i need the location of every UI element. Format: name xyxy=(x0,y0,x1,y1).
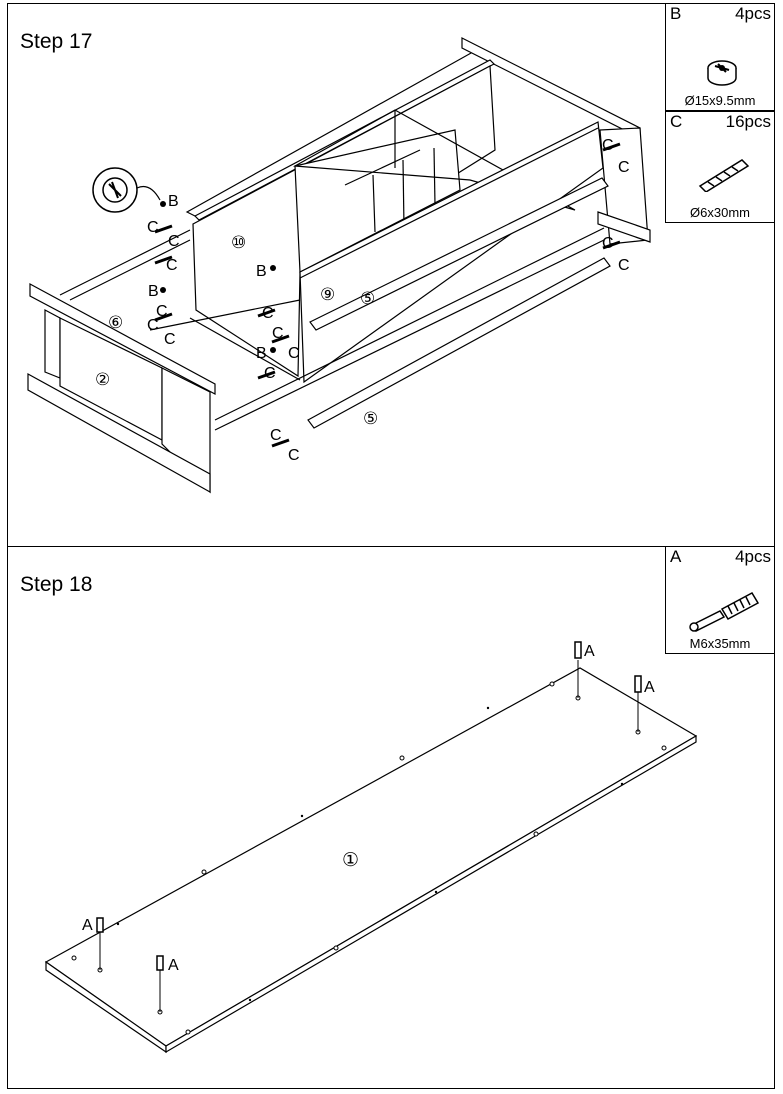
hardware-quantity: 16pcs xyxy=(725,112,771,131)
dowel-markers xyxy=(154,142,621,448)
hardware-size: M6x35mm xyxy=(689,636,751,651)
magnifier-cam-icon xyxy=(92,167,161,213)
part-label-9: ⑨ xyxy=(320,285,335,304)
cam-markers xyxy=(160,201,276,353)
hardware-letter: B xyxy=(670,4,682,23)
callout-b: B xyxy=(148,283,159,300)
hardware-box-c: C 16pcs Ø6x30mm xyxy=(665,111,775,223)
callout-c: C xyxy=(288,345,300,362)
callout-c: C xyxy=(618,159,630,176)
callout-b: B xyxy=(256,345,267,362)
callout-b: B xyxy=(168,193,179,210)
hardware-box-a: A 4pcs M6x35mm xyxy=(665,546,775,654)
callout-c: C xyxy=(270,427,282,444)
hardware-box-b: B 4pcs Ø15x9.5mm xyxy=(665,3,775,111)
part-label-10: ⑩ xyxy=(231,233,246,252)
part-label-2: ② xyxy=(95,370,110,389)
callout-c: C xyxy=(602,235,614,252)
part-label-5-lower: ⑤ xyxy=(363,409,378,428)
callout-c: C xyxy=(147,317,159,334)
callout-c: C xyxy=(262,305,274,322)
hardware-quantity: 4pcs xyxy=(735,4,771,23)
wooden-dowel-icon xyxy=(698,159,750,192)
callout-c: C xyxy=(602,137,614,154)
part-label-6: ⑥ xyxy=(108,313,123,332)
step-18-title: Step 18 xyxy=(20,573,93,596)
cam-lock-icon xyxy=(707,60,737,86)
callout-c: C xyxy=(168,233,180,250)
hardware-letter: C xyxy=(670,112,683,131)
callout-b: B xyxy=(256,263,267,280)
callout-c: C xyxy=(618,257,630,274)
callout-c: C xyxy=(156,303,168,320)
step-17-drawing: ⑩ ⑨ ⑤ ⑤ ⑥ ② B B B B C C C C C C C C C C … xyxy=(27,37,651,494)
step-divider xyxy=(7,546,775,547)
callout-c: C xyxy=(264,365,276,382)
hardware-size: Ø6x30mm xyxy=(690,205,750,220)
callout-c: C xyxy=(147,219,159,236)
cabinet-linework xyxy=(27,37,651,494)
callout-c: C xyxy=(272,325,284,342)
hardware-letter: A xyxy=(670,547,682,566)
hardware-size: Ø15x9.5mm xyxy=(684,93,756,108)
callout-c: C xyxy=(166,257,178,274)
part-label-5-upper: ⑤ xyxy=(360,289,375,308)
connecting-bolt-icon xyxy=(689,592,760,632)
callout-c: C xyxy=(288,447,300,464)
callout-c: C xyxy=(164,331,176,348)
step-17-title: Step 17 xyxy=(20,30,93,53)
hardware-quantity: 4pcs xyxy=(735,547,771,566)
